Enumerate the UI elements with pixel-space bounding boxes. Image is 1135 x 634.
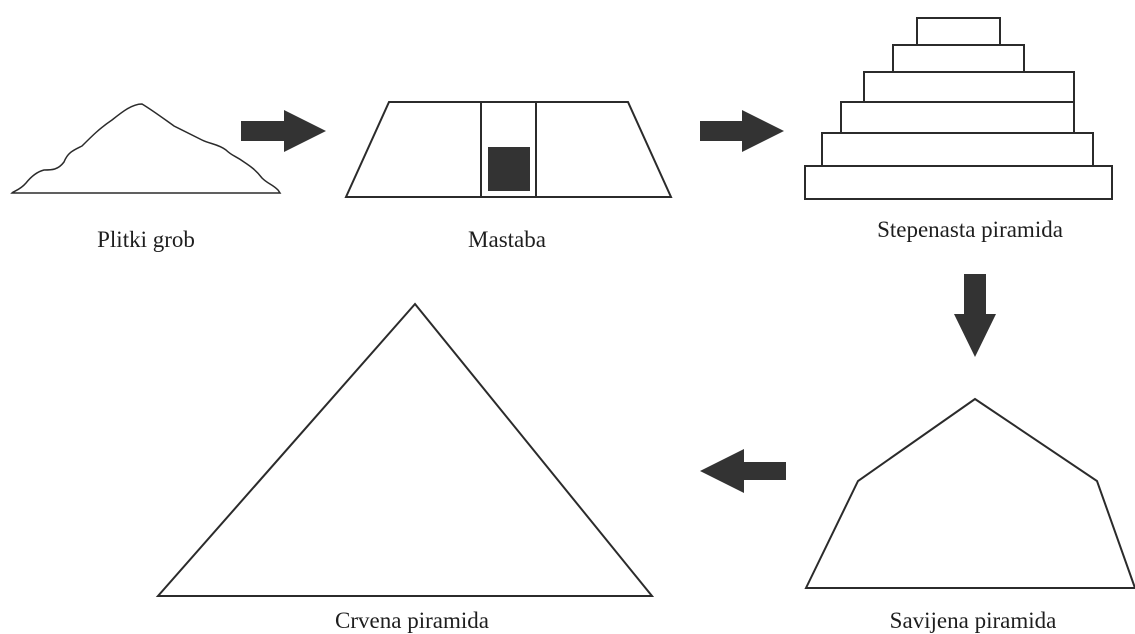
shallow-grave-label: Plitki grob	[97, 227, 195, 252]
mastaba-label: Mastaba	[468, 227, 546, 252]
bent-pyramid-label: Savijena piramida	[889, 608, 1057, 633]
red-pyramid-shape	[155, 302, 655, 597]
arrow-left	[700, 449, 786, 493]
step-pyramid-label: Stepenasta piramida	[877, 217, 1063, 242]
arrow-right-2	[700, 110, 784, 152]
shallow-grave-shape	[10, 103, 282, 194]
arrow-down	[954, 274, 996, 357]
mastaba-shape	[344, 101, 673, 198]
red-pyramid-label: Crvena piramida	[335, 608, 489, 633]
burial-chamber	[488, 147, 530, 191]
bent-pyramid-shape	[804, 397, 1135, 589]
arrow-right-1	[241, 110, 326, 152]
step-pyramid-shape	[804, 17, 1113, 200]
